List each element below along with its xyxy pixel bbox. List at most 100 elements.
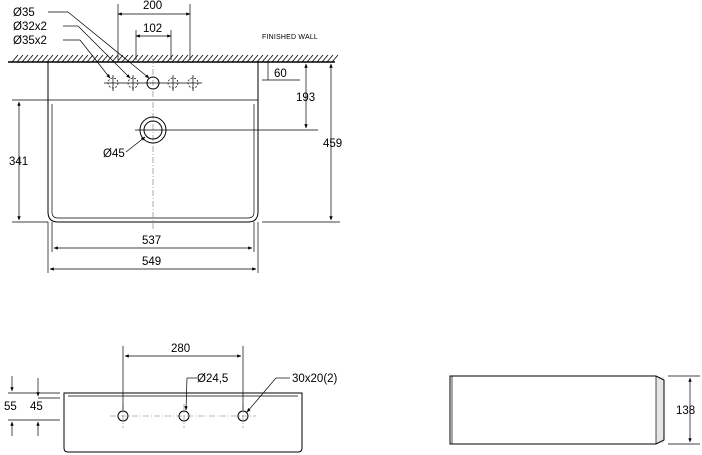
dim-55-value: 55 [4,401,17,413]
wall-hatch-line [11,54,19,63]
slot-30x20-label: 30x20(2) [292,373,338,385]
hole-32x2-label: Ø32x2 [13,21,47,33]
wall-hatch-line [196,54,204,63]
dim-341: 341 [9,99,48,223]
dim-60: 60 [262,62,300,81]
wall-hatch-line [256,54,264,63]
wall-hatch-line [106,54,114,63]
front-outline [63,392,303,453]
basin-outline [47,62,259,223]
dim-280-value: 280 [171,343,190,355]
wall-hatch-line [261,54,269,63]
wall-hatch-line [321,54,329,63]
finished-wall [8,54,339,63]
dim-193: 193 [296,63,315,129]
wall-hatch-line [236,54,244,63]
wall-hatch-line [241,54,249,63]
wall-hatch-line [191,54,199,63]
hole-labels: Ø35 Ø32x2 Ø35x2 [13,7,150,79]
wall-hatch-line [136,54,144,63]
wall-hatch-line [211,54,219,63]
wall-hatch-line [246,54,254,63]
dim-537-value: 537 [142,235,161,247]
dim-102-value: 102 [143,23,162,35]
dim-138-value: 138 [676,405,695,417]
top-view: Ø45 Ø35 Ø32x2 Ø35x2 200 102 F [8,0,342,273]
wall-hatch-line [71,54,79,63]
wall-hatch-line [131,54,139,63]
tap-holes [104,75,202,91]
dim-280: 280 [122,343,244,410]
wall-hatch-line [216,54,224,63]
dim-341-value: 341 [9,156,28,168]
dim-549-value: 549 [142,256,161,268]
wall-hatch-line [86,54,94,63]
wall-hatch-line [231,54,239,63]
dim-459-value: 459 [323,138,342,150]
wall-hatch-line [31,54,39,63]
wall-hatch-line [326,54,334,63]
dim-193-value: 193 [296,92,315,104]
wall-hatch-line [221,54,229,63]
dim-138: 138 [668,375,700,445]
wall-hatch-line [171,54,179,63]
wall-hatch-line [296,54,304,63]
dim-55: 55 [4,376,60,436]
wall-hatch-line [181,54,189,63]
wall-hatch-line [166,54,174,63]
wall-hatch-line [36,54,44,63]
hole-35x2-label: Ø35x2 [13,35,47,47]
wall-hatch-line [161,54,169,63]
wall-hatch-line [301,54,309,63]
wall-hatch-line [146,54,154,63]
hole-24-5-label: Ø24,5 [197,373,228,385]
dim-459: 459 [262,63,342,223]
side-view: 138 [449,375,700,445]
wall-hatch-line [61,54,69,63]
wall-hatch-line [331,54,339,63]
dim-102: 102 [135,23,172,60]
wall-hatch-line [21,54,29,63]
wall-hatch-line [281,54,289,63]
side-outline [449,375,665,445]
wall-hatch-line [291,54,299,63]
wall-hatch-line [101,54,109,63]
hole-35-label: Ø35 [13,7,35,19]
dim-45: 45 [30,378,60,436]
front-holes [110,404,256,428]
wall-hatch-line [16,54,24,63]
dim-200-value: 200 [143,0,162,12]
dim-45-value: 45 [30,401,43,413]
dim-549: 549 [47,222,259,273]
wall-hatch-line [76,54,84,63]
wall-hatch-line [51,54,59,63]
wall-hatch-line [66,54,74,63]
wall-hatch-line [96,54,104,63]
wall-hatch-line [81,54,89,63]
wall-hatch-line [306,54,314,63]
wall-hatch-line [226,54,234,63]
wall-hatch-line [311,54,319,63]
wall-hatch-line [286,54,294,63]
drain: Ø45 [103,116,318,160]
wall-hatch-line [141,54,149,63]
wall-hatch-line [206,54,214,63]
dim-200: 200 [117,0,191,60]
front-view: 280 Ø24,5 30x20(2) 55 45 [4,343,338,453]
wall-hatch-line [156,54,164,63]
wall-hatch-line [271,54,279,63]
wall-hatch-line [266,54,274,63]
finished-wall-label: FINISHED WALL [262,34,318,41]
wall-hatch-line [201,54,209,63]
dim-537: 537 [51,222,255,252]
wall-hatch-line [316,54,324,63]
wall-hatch-line [46,54,54,63]
wall-hatch-line [41,54,49,63]
wall-hatch-line [26,54,34,63]
wall-hatch-line [276,54,284,63]
wall-hatch-line [56,54,64,63]
wall-hatch-line [251,54,259,63]
wall-hatch-line [176,54,184,63]
dim-60-value: 60 [274,68,287,80]
